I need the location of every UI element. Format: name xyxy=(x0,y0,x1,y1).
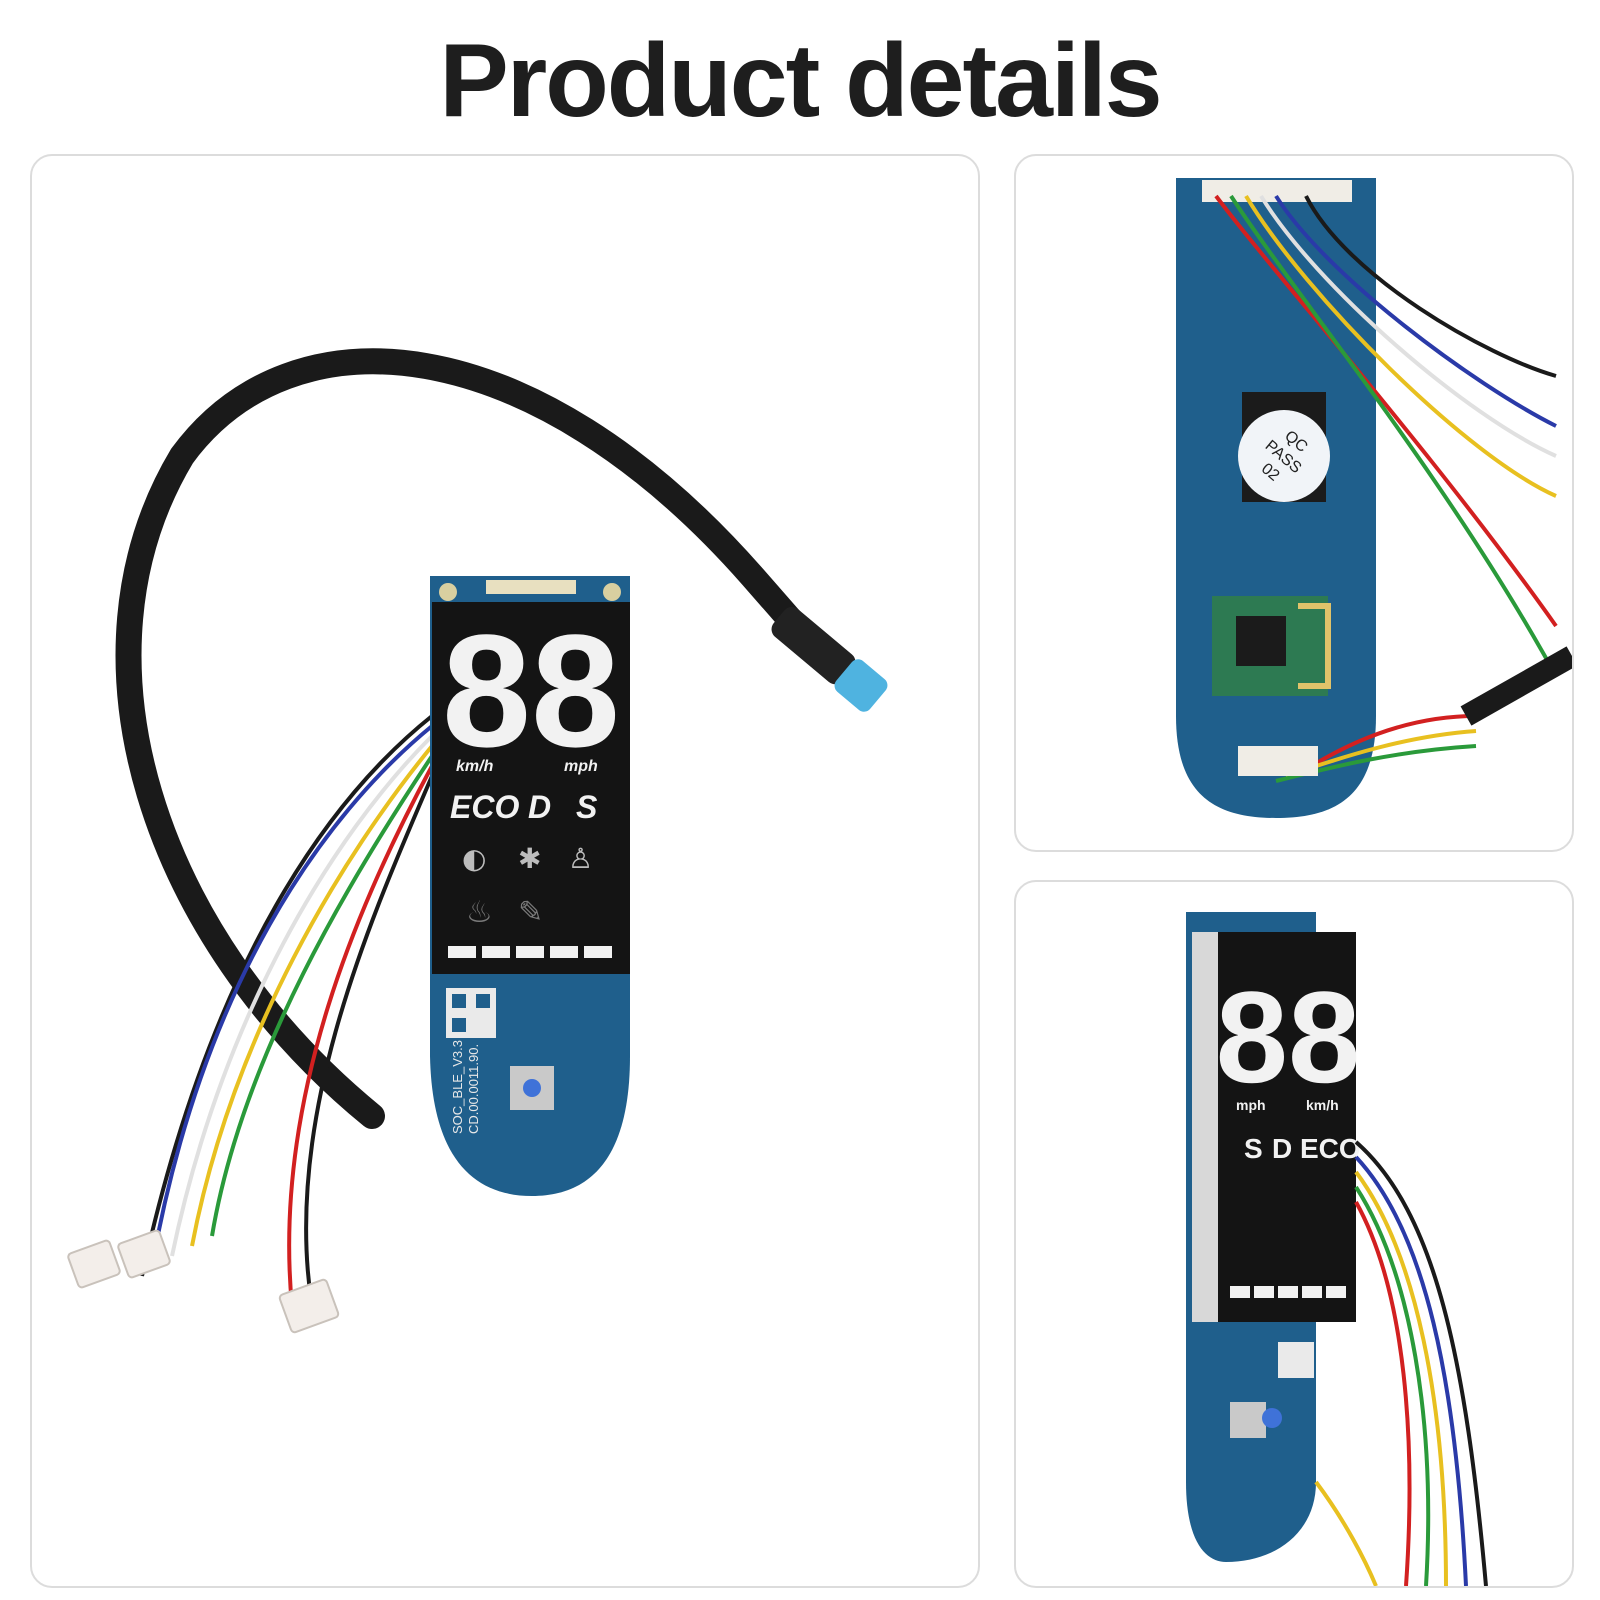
main-cable xyxy=(1460,646,1572,726)
unit-mph: mph xyxy=(564,758,598,775)
tact-switch xyxy=(1230,1402,1266,1438)
lcd-display xyxy=(1218,932,1356,1322)
wire-connector xyxy=(278,1278,340,1334)
side-product-image: 88 mph km/h S D ECO xyxy=(1014,880,1574,1588)
silkscreen-code: CD.00.0011.90. xyxy=(466,1044,481,1134)
unit-kmh: km/h xyxy=(1306,1097,1339,1113)
battery-bar xyxy=(1230,1286,1346,1298)
main-product-image: 88 km/h mph ECO D S ◐ ✱ ♙ ♨ ✎ SOC_BLE_V3… xyxy=(30,154,980,1588)
dashboard-front-illustration: 88 km/h mph ECO D S ◐ ✱ ♙ ♨ ✎ SOC_BLE_V3… xyxy=(67,348,888,1334)
main-cable xyxy=(115,348,835,1129)
bluetooth-icon: ✱ xyxy=(518,842,541,875)
temperature-icon: ♨ xyxy=(466,895,493,930)
back-product-image: QC PASS 02 xyxy=(1014,154,1574,852)
tact-button xyxy=(523,1079,541,1097)
mode-s: S xyxy=(576,789,598,825)
lcd-display xyxy=(432,602,630,974)
silkscreen-model: SOC_BLE_V3.3 xyxy=(450,1040,465,1134)
battery-bar xyxy=(448,946,612,958)
walk-mode-icon: ♙ xyxy=(568,842,593,875)
wire-connector xyxy=(67,1239,121,1289)
cable-connector xyxy=(771,607,888,712)
dashboard-back-illustration: QC PASS 02 xyxy=(1176,178,1572,818)
unit-kmh: km/h xyxy=(456,758,494,775)
qc-sticker xyxy=(1238,410,1330,502)
wrench-icon: ✎ xyxy=(518,895,543,930)
mode-s: S xyxy=(1244,1133,1263,1164)
mode-eco: ECO xyxy=(450,789,519,825)
bottom-connector xyxy=(1238,746,1318,776)
speed-digits: 88 xyxy=(1216,964,1361,1110)
wire-connector xyxy=(117,1229,171,1279)
mode-d: D xyxy=(1272,1133,1292,1164)
wire-bundle xyxy=(1314,1140,1488,1586)
dashboard-side-illustration: 88 mph km/h S D ECO xyxy=(1186,912,1488,1586)
mode-eco: ECO xyxy=(1300,1133,1361,1164)
headlight-icon: ◐ xyxy=(462,842,486,875)
wire-bundle xyxy=(1214,194,1558,783)
wire-bundle xyxy=(140,714,434,1307)
qr-code xyxy=(1278,1342,1314,1378)
speed-digits: 88 xyxy=(442,601,620,780)
tact-button xyxy=(1262,1408,1282,1428)
mode-d: D xyxy=(528,789,551,825)
page-title: Product details xyxy=(439,23,1162,139)
unit-mph: mph xyxy=(1236,1097,1266,1113)
